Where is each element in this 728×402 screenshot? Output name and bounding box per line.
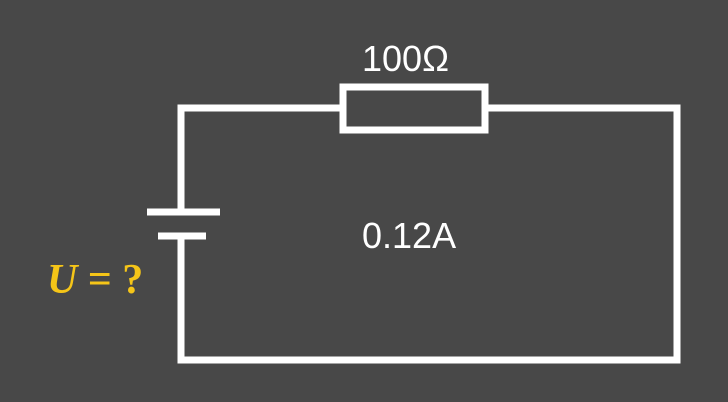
current-label: 0.12A (362, 215, 457, 256)
equals-sign: = (77, 257, 123, 303)
voltage-symbol: U (47, 257, 78, 303)
unknown-voltage: U = ? (47, 256, 143, 304)
question-mark: ? (122, 257, 144, 303)
wire-right-bottom-left (177, 104, 681, 364)
resistor (339, 83, 489, 134)
wire-left-top (177, 104, 343, 212)
resistance-label: 100Ω (362, 38, 449, 79)
